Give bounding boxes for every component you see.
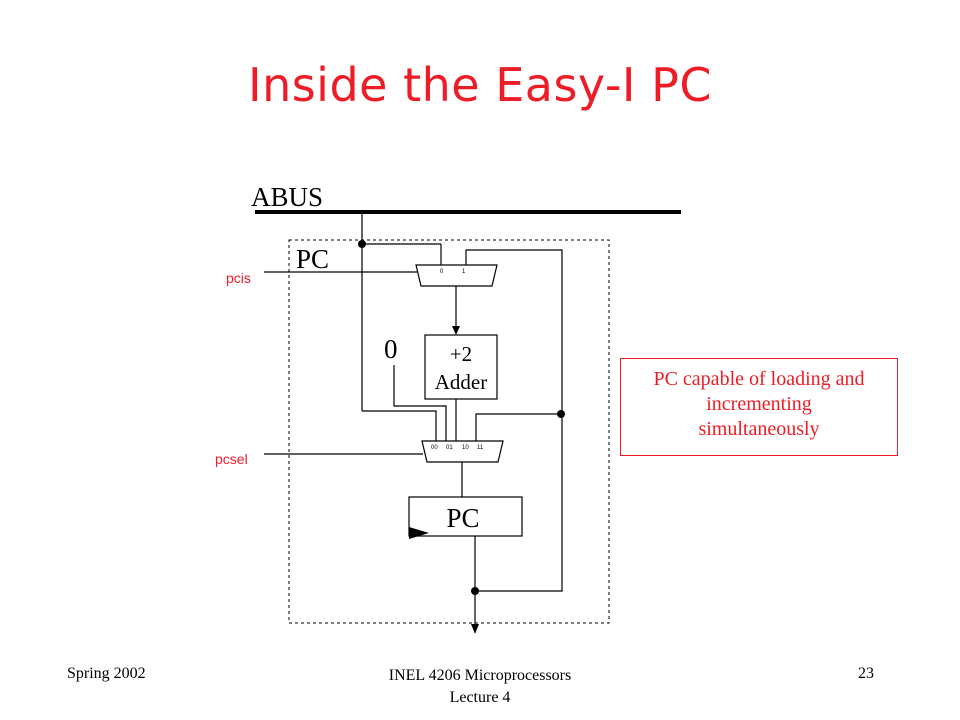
pc-block-boundary — [288, 239, 610, 624]
adder-label-line1: +2 — [450, 342, 472, 366]
page-number: 23 — [858, 665, 874, 682]
slide-title: Inside the Easy-I PC — [248, 58, 712, 112]
footer-date: Spring 2002 — [67, 665, 146, 682]
bottom-mux-input-00: 00 — [431, 445, 438, 451]
callout-line-3: simultaneously — [698, 418, 820, 440]
footer-course-line1: INEL 4206 Microprocessors — [388, 667, 572, 684]
mux-to-adder-arrow — [452, 326, 460, 335]
output-junction-dot — [471, 587, 479, 595]
top-mux-input-1: 1 — [462, 269, 466, 275]
bottom-mux-input-10: 10 — [462, 445, 469, 451]
output-arrow — [471, 624, 479, 634]
pc-register — [408, 496, 523, 537]
callout-line-1: PC capable of loading and — [653, 368, 865, 390]
pc-register-label: PC — [446, 503, 479, 533]
clock-triangle — [409, 527, 429, 539]
top-mux — [415, 264, 498, 287]
pc-block-label: PC — [296, 244, 329, 274]
callout-box: PC capable of loading and incrementing s… — [620, 358, 898, 456]
footer-course-line2: Lecture 4 — [449, 689, 511, 706]
callout-line-2: incrementing — [706, 393, 812, 415]
pcsel-label: pcsel — [215, 451, 248, 467]
bottom-mux-input-11: 11 — [477, 445, 484, 451]
abus-to-bottom-mux-input — [362, 410, 437, 441]
adder-label-line2: Adder — [435, 370, 487, 394]
pcis-label: pcis — [226, 270, 251, 286]
constant-zero-wire — [393, 365, 447, 441]
constant-zero: 0 — [384, 334, 398, 364]
bottom-mux-input-01: 01 — [446, 445, 453, 451]
bottom-mux — [421, 440, 504, 463]
footer-course: INEL 4206 Microprocessors Lecture 4 — [330, 665, 630, 709]
feedback-to-bottom-mux — [475, 413, 561, 441]
feedback-wire — [465, 249, 563, 592]
adder-box — [424, 334, 498, 400]
abus-label: ABUS — [251, 182, 323, 212]
top-mux-input-0: 0 — [440, 269, 444, 275]
